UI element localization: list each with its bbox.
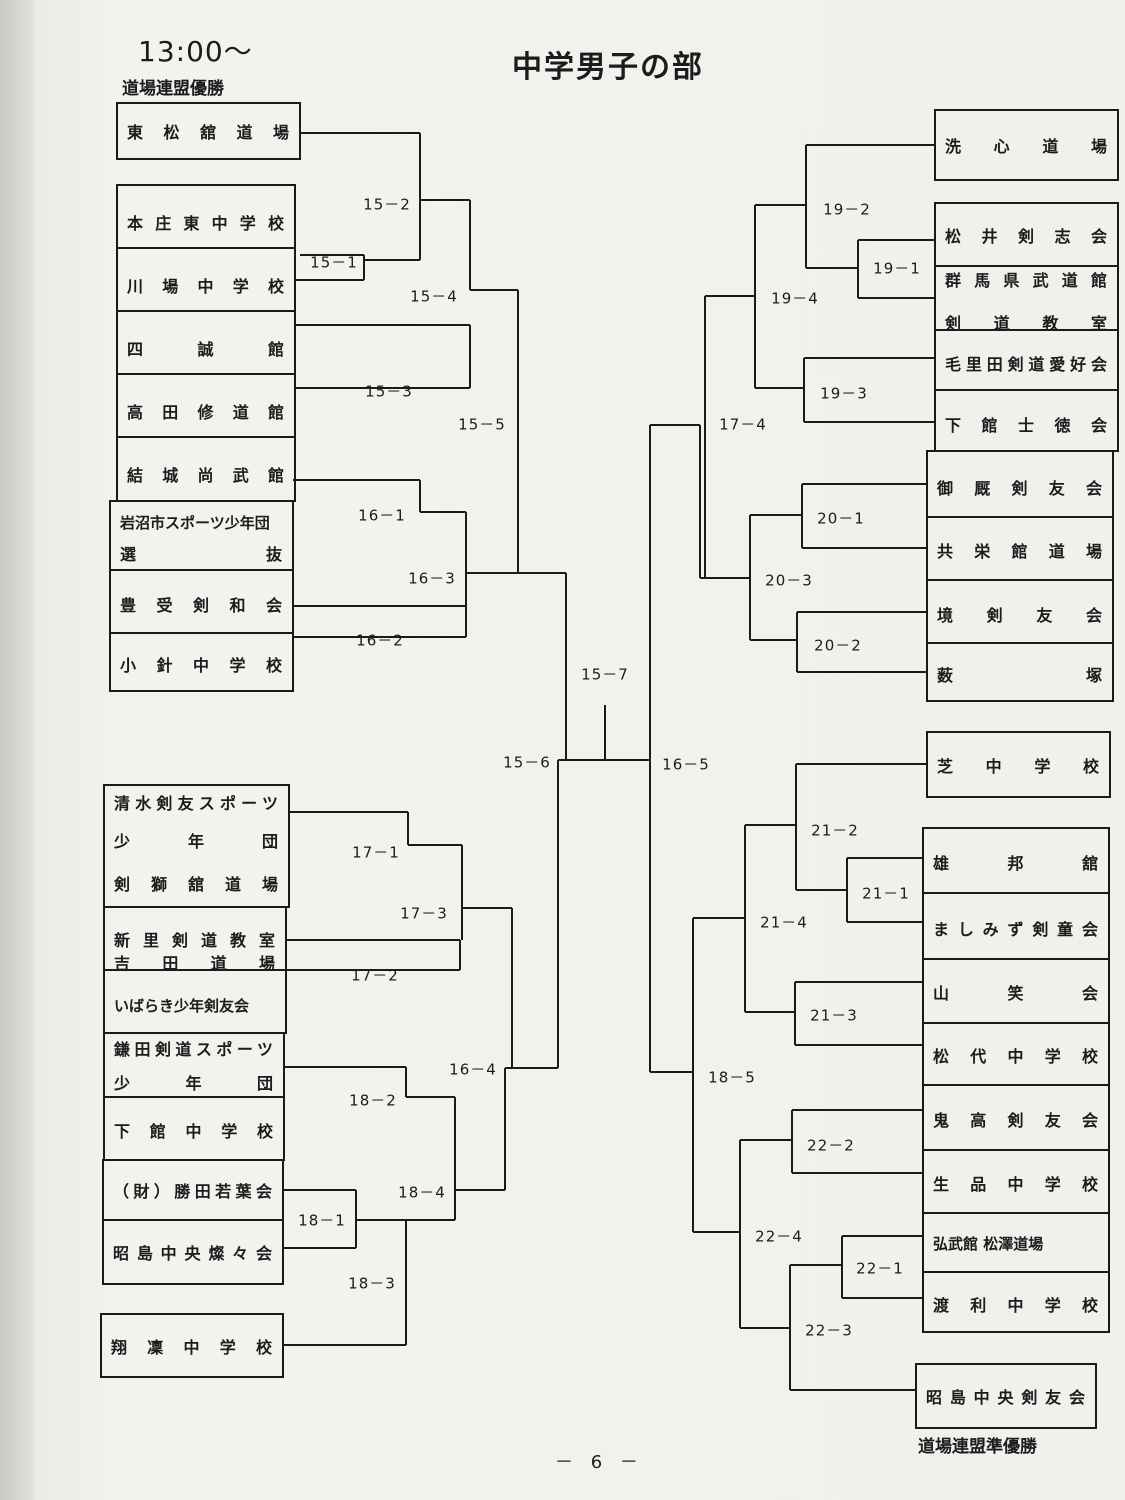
match-16-3: 16－3: [408, 569, 456, 588]
team-iwanuma-line2: 選抜: [120, 545, 283, 564]
team-sakai-kenyukai: 境剣友会: [937, 605, 1103, 625]
team-gunma-budokan-line1: 群馬県武道館: [945, 271, 1108, 290]
team-kobukan-matsuzawa: 弘武館 松澤道場: [933, 1235, 1044, 1253]
team-nissato-kendo: 新里剣道教室: [114, 930, 276, 950]
match-15-5: 15－5: [458, 415, 506, 434]
match-22-3: 22－3: [805, 1321, 853, 1340]
match-18-5: 18－5: [708, 1068, 756, 1087]
match-17-4: 17－4: [719, 415, 767, 434]
match-20-1: 20－1: [817, 509, 865, 528]
team-matsui-kenshikai: 松井剣志会: [945, 226, 1108, 246]
page-binding-edge: [0, 0, 34, 1500]
match-15-2: 15－2: [363, 195, 411, 214]
runnerup-caption: 道場連盟準優勝: [918, 1437, 1037, 1457]
match-20-3: 20－3: [765, 571, 813, 590]
match-15-3: 15－3: [365, 382, 413, 401]
team-morita-kendo: 毛里田剣道愛好会: [945, 355, 1108, 374]
match-15-4: 15－4: [410, 287, 458, 306]
match-21-3: 21－3: [810, 1006, 858, 1025]
team-kamata-line1: 鎌田剣道スポーツ: [114, 1040, 274, 1059]
match-16-5: 16－5: [662, 755, 710, 774]
team-yuhokan: 雄邦舘: [933, 854, 1099, 873]
team-kyoeikan-dojo: 共栄館道場: [937, 542, 1103, 561]
match-21-2: 21－2: [811, 821, 859, 840]
start-time: 13:00～: [138, 35, 253, 68]
team-kenshikan-dojo: 剣獅舘道場: [114, 874, 279, 894]
team-kamata-line2: 少年団: [114, 1073, 274, 1093]
team-akishima-kenyukai: 昭島中央剣友会: [926, 1388, 1086, 1407]
team-ikushina: 生品中学校: [933, 1174, 1099, 1194]
champion-caption: 道場連盟優勝: [122, 79, 224, 99]
match-17-2: 17－2: [351, 966, 399, 985]
team-senshin-dojo: 洗心道場: [945, 137, 1108, 156]
team-gunma-budokan-line2: 剣道教室: [945, 314, 1108, 333]
team-mimaya-kenyukai: 御厩剣友会: [937, 479, 1103, 498]
team-akishima-sansan: 昭島中央燦々会: [113, 1244, 273, 1263]
team-shorin: 翔凜中学校: [111, 1337, 273, 1357]
page-title: 中学男子の部: [512, 50, 704, 85]
team-sanshokai: 山笑会: [933, 983, 1099, 1003]
match-18-3: 18－3: [348, 1274, 396, 1293]
match-21-1: 21－1: [862, 884, 910, 903]
match-16-2: 16－2: [356, 631, 404, 650]
match-21-4: 21－4: [760, 913, 808, 932]
match-19-2: 19－2: [823, 200, 871, 219]
match-19-4: 19－4: [771, 289, 819, 308]
match-18-4: 18－4: [398, 1183, 446, 1202]
team-shimodate: 下館中学校: [114, 1122, 274, 1141]
team-katsuta-wakaba: （財）勝田若葉会: [113, 1182, 273, 1201]
team-toyouke-kenwakai: 豊受剣和会: [120, 595, 283, 615]
team-matsushiro: 松代中学校: [933, 1047, 1099, 1066]
team-watari: 渡利中学校: [933, 1295, 1099, 1315]
team-yoshida-dojo: 吉田道場: [114, 954, 276, 973]
team-takada-shudokan: 高田修道館: [127, 402, 285, 422]
match-19-1: 19－1: [873, 259, 921, 278]
match-19-3: 19－3: [820, 384, 868, 403]
team-shimizu-line1: 清水剣友スポーツ: [114, 794, 279, 813]
page-number: － 6 －: [555, 1452, 644, 1473]
match-15-1: 15－1: [310, 253, 358, 272]
team-yabuzuka: 薮塚: [937, 665, 1103, 685]
match-16-1: 16－1: [358, 506, 406, 525]
match-18-1: 18－1: [298, 1211, 346, 1230]
team-box-group: [922, 827, 1110, 1333]
match-15-7: 15－7: [581, 665, 629, 684]
team-shimodate-shitokukai: 下館士徳会: [945, 415, 1108, 435]
team-box: [915, 1363, 1097, 1429]
match-16-4: 16－4: [449, 1060, 497, 1079]
match-15-6: 15－6: [503, 753, 551, 772]
team-iwanuma-line1: 岩沼市スポーツ少年団: [120, 513, 270, 532]
match-17-1: 17－1: [352, 843, 400, 862]
match-20-2: 20－2: [814, 636, 862, 655]
team-honjo-higashi: 本庄東中学校: [127, 214, 285, 233]
team-box-group: [926, 450, 1114, 702]
team-shimizu-line2: 少年団: [114, 832, 279, 851]
team-kobari: 小針中学校: [120, 656, 283, 675]
team-box-group: [102, 1159, 284, 1285]
team-tosho-dojo: 東松舘道場: [127, 123, 290, 142]
match-22-1: 22－1: [856, 1259, 904, 1278]
team-shiba: 芝中学校: [937, 756, 1100, 776]
team-box: [116, 102, 301, 160]
team-box-group: [109, 500, 294, 692]
match-18-2: 18－2: [349, 1091, 397, 1110]
match-22-2: 22－2: [807, 1136, 855, 1155]
team-yuki-shobukan: 結城尚武館: [127, 466, 285, 485]
team-mashimizu-kendokai: ましみず剣童会: [933, 919, 1099, 939]
match-17-3: 17－3: [400, 904, 448, 923]
match-22-4: 22－4: [755, 1227, 803, 1246]
team-shiseikan: 四誠館: [127, 339, 285, 359]
team-kawaba: 川場中学校: [127, 276, 285, 296]
team-onitaka-kenyukai: 鬼高剣友会: [933, 1111, 1099, 1130]
team-ibaraki-shonen: いばらき少年剣友会: [114, 996, 250, 1015]
